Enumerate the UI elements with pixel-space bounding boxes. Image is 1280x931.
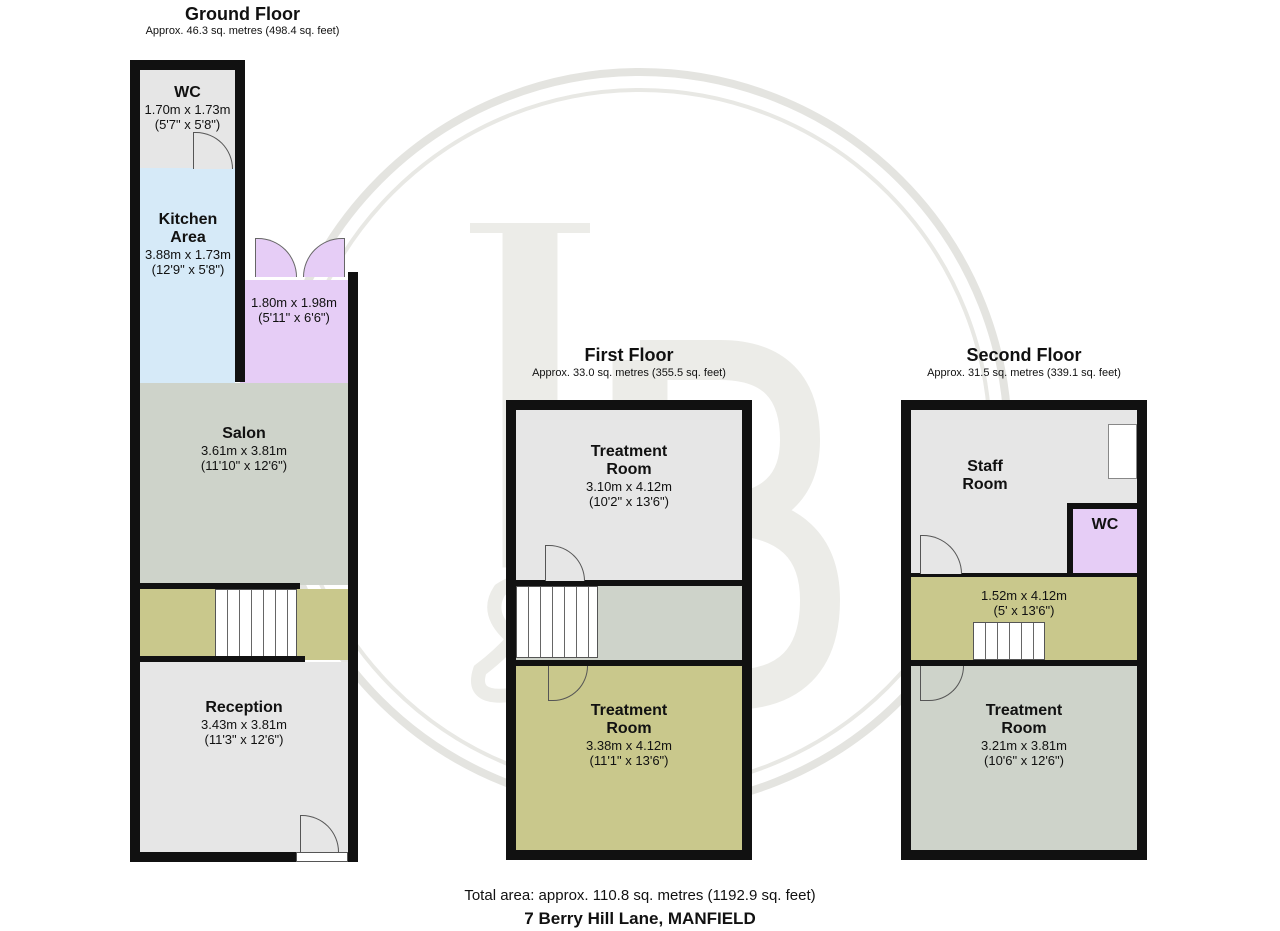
label-landing: 1.52m x 4.12m(5' x 13'6"): [981, 588, 1067, 618]
first-floor-title: First Floor: [584, 345, 674, 365]
ground-floor-area: Approx. 46.3 sq. metres (498.4 sq. feet): [145, 25, 340, 37]
room-salon: [140, 383, 348, 585]
staircase: [516, 586, 598, 658]
front-door: [296, 852, 348, 862]
room-treatment-room: [911, 666, 1137, 850]
second-floor-area: Approx. 31.5 sq. metres (339.1 sq. feet): [927, 367, 1121, 379]
ground-floor-title: Ground Floor: [185, 4, 300, 24]
first-floor-area: Approx. 33.0 sq. metres (355.5 sq. feet): [532, 367, 726, 379]
room-wc: [1073, 509, 1137, 573]
label-wc: WC: [1091, 516, 1119, 533]
total-area: Total area: approx. 110.8 sq. metres (11…: [464, 887, 816, 904]
label-garden-room: 1.80m x 1.98m(5'11" x 6'6"): [251, 295, 337, 325]
room-kitchen-area: [140, 168, 235, 383]
staircase: [215, 589, 297, 657]
property-address: 7 Berry Hill Lane, MANFIELD: [524, 909, 756, 928]
sink-icon: [1108, 424, 1137, 479]
second-floor-title: Second Floor: [966, 345, 1082, 365]
room-garden-room: [240, 280, 348, 383]
staircase: [973, 622, 1045, 660]
label-staff-room: Staff Room: [962, 458, 1008, 493]
